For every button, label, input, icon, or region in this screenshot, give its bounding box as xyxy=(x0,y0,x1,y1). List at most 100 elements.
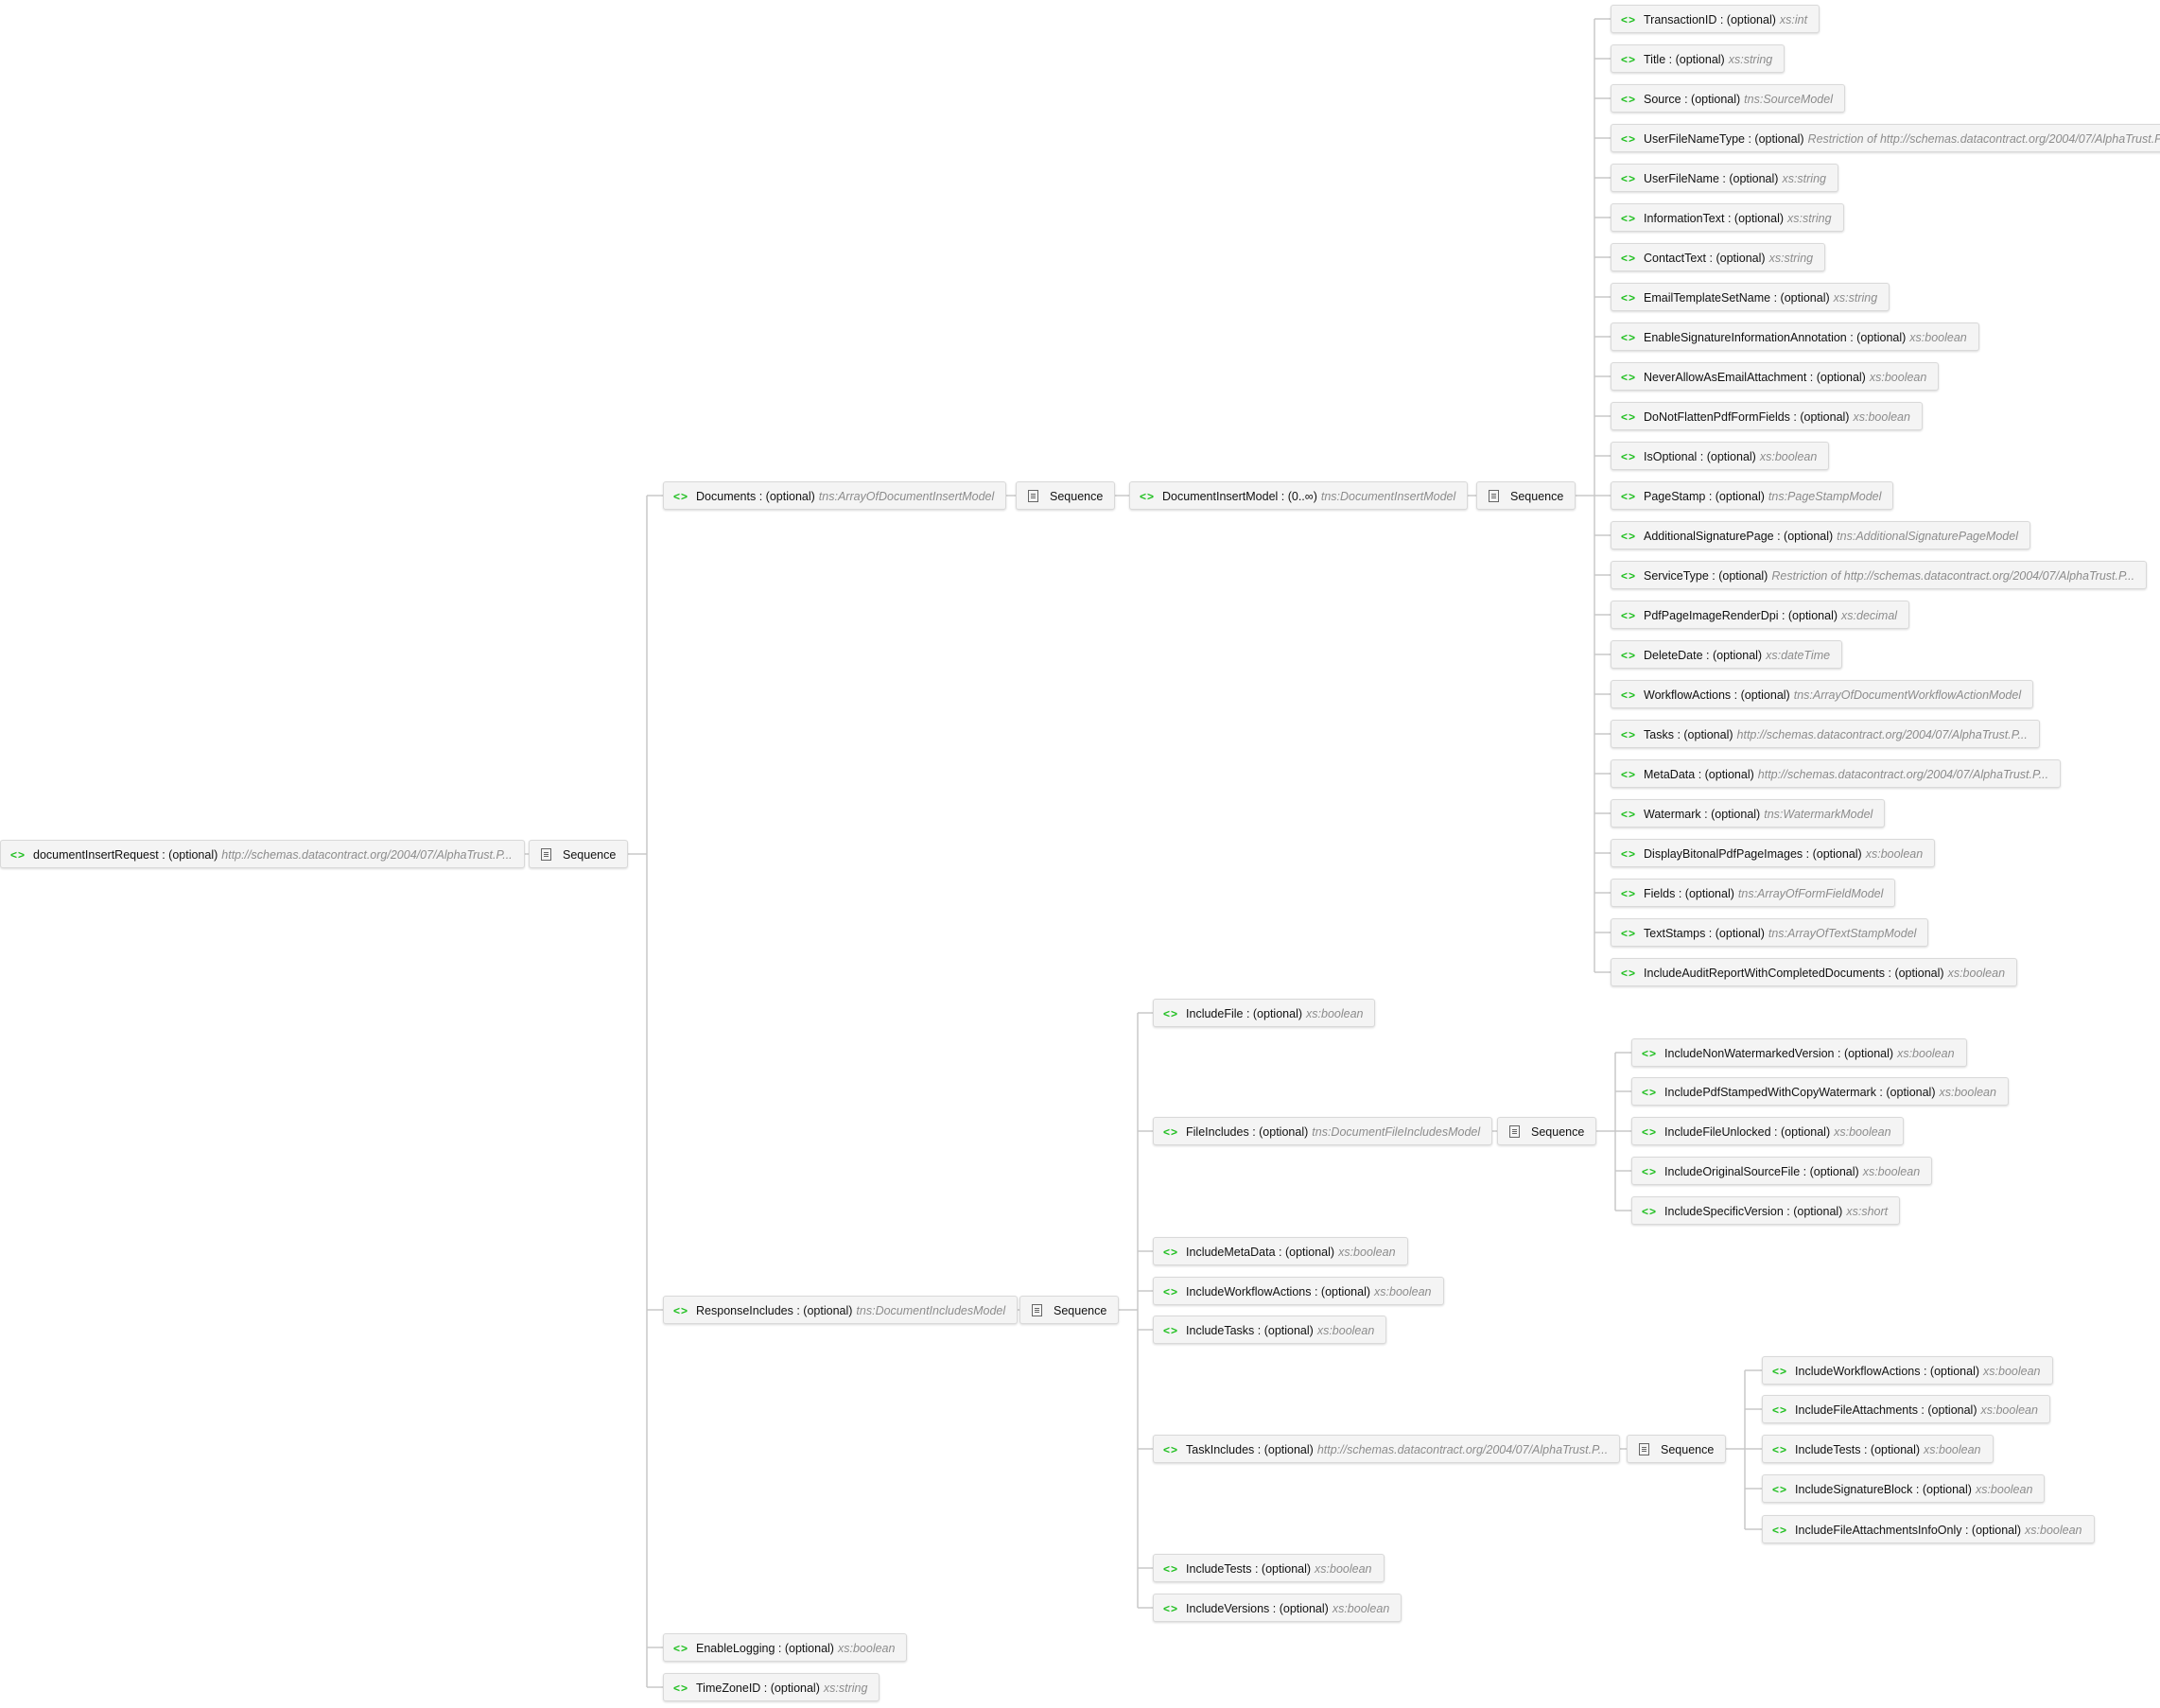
sequence-node[interactable]: Sequence xyxy=(529,840,629,868)
element-icon: <> xyxy=(1163,1007,1179,1020)
element-node-transactionid[interactable]: <>TransactionID : (optional)xs:int xyxy=(1611,5,1820,33)
sequence-node[interactable]: Sequence xyxy=(1016,481,1116,510)
element-node-includefileunlocked[interactable]: <>IncludeFileUnlocked : (optional)xs:boo… xyxy=(1631,1117,1904,1145)
element-type: xs:boolean xyxy=(2025,1524,2082,1537)
element-node-additionalsignaturepage[interactable]: <>AdditionalSignaturePage : (optional)tn… xyxy=(1611,521,2030,549)
element-node-includeauditreportwithcompleteddocuments[interactable]: <>IncludeAuditReportWithCompletedDocumen… xyxy=(1611,958,2018,986)
element-node-includespecificversion[interactable]: <>IncludeSpecificVersion : (optional)xs:… xyxy=(1631,1196,1901,1225)
element-node-source[interactable]: <>Source : (optional)tns:SourceModel xyxy=(1611,84,1845,113)
element-name: ResponseIncludes xyxy=(696,1304,793,1317)
element-node-userfilename[interactable]: <>UserFileName : (optional)xs:string xyxy=(1611,164,1838,192)
element-name: ServiceType xyxy=(1644,569,1709,583)
element-node-emailtemplatesetname[interactable]: <>EmailTemplateSetName : (optional)xs:st… xyxy=(1611,283,1890,311)
element-icon: <> xyxy=(1621,530,1637,543)
element-icon: <> xyxy=(1621,808,1637,821)
sequence-icon xyxy=(1509,1125,1520,1139)
element-node-documentinsertrequest[interactable]: <>documentInsertRequest : (optional)http… xyxy=(0,840,525,868)
element-type: xs:boolean xyxy=(1315,1562,1372,1576)
sequence-node[interactable]: Sequence xyxy=(1476,481,1576,510)
element-type: xs:boolean xyxy=(837,1642,896,1655)
element-name: documentInsertRequest xyxy=(33,848,159,862)
element-name: DeleteDate xyxy=(1644,649,1703,662)
element-node-servicetype[interactable]: <>ServiceType : (optional)Restriction of… xyxy=(1611,561,2148,589)
element-node-displaybitonalpdfpageimages[interactable]: <>DisplayBitonalPdfPageImages : (optiona… xyxy=(1611,839,1936,867)
element-node-pagestamp[interactable]: <>PageStamp : (optional)tns:PageStampMod… xyxy=(1611,481,1894,510)
element-name: IncludePdfStampedWithCopyWatermark xyxy=(1664,1086,1876,1099)
element-node-includenonwatermarkedversion[interactable]: <>IncludeNonWatermarkedVersion : (option… xyxy=(1631,1038,1967,1067)
element-node-includefile[interactable]: <>IncludeFile : (optional)xs:boolean xyxy=(1153,999,1376,1027)
element-occurs: (optional) xyxy=(1927,1403,1977,1417)
separator: : xyxy=(1697,450,1707,463)
element-name: EmailTemplateSetName xyxy=(1644,291,1771,305)
element-node-includetests[interactable]: <>IncludeTests : (optional)xs:boolean xyxy=(1153,1554,1385,1582)
element-icon: <> xyxy=(1621,331,1637,344)
separator: : xyxy=(1860,1443,1871,1456)
element-node-donotflattenpdfformfields[interactable]: <>DoNotFlattenPdfFormFields : (optional)… xyxy=(1611,402,1923,430)
element-node-responseincludes[interactable]: <>ResponseIncludes : (optional)tns:Docum… xyxy=(663,1296,1019,1324)
element-node-includetests[interactable]: <>IncludeTests : (optional)xs:boolean xyxy=(1762,1435,1994,1463)
element-node-documentinsertmodel[interactable]: <>DocumentInsertModel : (0..∞)tns:Docume… xyxy=(1129,481,1469,510)
element-occurs: (optional) xyxy=(1320,1285,1371,1298)
element-node-taskincludes[interactable]: <>TaskIncludes : (optional)http://schema… xyxy=(1153,1435,1621,1463)
element-node-informationtext[interactable]: <>InformationText : (optional)xs:string xyxy=(1611,203,1844,232)
sequence-icon xyxy=(1489,490,1499,503)
element-node-includeversions[interactable]: <>IncludeVersions : (optional)xs:boolean xyxy=(1153,1594,1402,1622)
element-node-isoptional[interactable]: <>IsOptional : (optional)xs:boolean xyxy=(1611,442,1830,470)
separator: : xyxy=(1875,1086,1887,1099)
element-node-title[interactable]: <>Title : (optional)xs:string xyxy=(1611,44,1785,73)
element-name: IsOptional xyxy=(1644,450,1698,463)
element-type: xs:boolean xyxy=(1983,1365,2041,1378)
separator: : xyxy=(1846,331,1857,344)
element-type: xs:boolean xyxy=(1975,1483,2033,1496)
element-occurs: (optional) xyxy=(1683,728,1733,741)
element-node-fileincludes[interactable]: <>FileIncludes : (optional)tns:DocumentF… xyxy=(1153,1117,1493,1145)
element-type: xs:string xyxy=(1782,172,1826,185)
element-node-contacttext[interactable]: <>ContactText : (optional)xs:string xyxy=(1611,243,1826,271)
element-node-textstamps[interactable]: <>TextStamps : (optional)tns:ArrayOfText… xyxy=(1611,918,1929,947)
separator: : xyxy=(1681,93,1692,106)
separator: : xyxy=(1702,649,1713,662)
element-node-includefileattachments[interactable]: <>IncludeFileAttachments : (optional)xs:… xyxy=(1762,1395,2050,1423)
element-node-documents[interactable]: <>Documents : (optional)tns:ArrayOfDocum… xyxy=(663,481,1007,510)
element-node-userfilenametype[interactable]: <>UserFileNameType : (optional)Restricti… xyxy=(1611,124,2160,152)
element-name: PdfPageImageRenderDpi xyxy=(1644,609,1779,622)
element-node-enablesignatureinformationannotation[interactable]: <>EnableSignatureInformationAnnotation :… xyxy=(1611,322,1979,351)
element-node-workflowactions[interactable]: <>WorkflowActions : (optional)tns:ArrayO… xyxy=(1611,680,2034,708)
element-node-includefileattachmentsinfoonly[interactable]: <>IncludeFileAttachmentsInfoOnly : (opti… xyxy=(1762,1515,2095,1543)
element-node-fields[interactable]: <>Fields : (optional)tns:ArrayOfFormFiel… xyxy=(1611,879,1896,907)
element-node-metadata[interactable]: <>MetaData : (optional)http://schemas.da… xyxy=(1611,759,2062,788)
separator: : xyxy=(1695,768,1705,781)
element-node-tasks[interactable]: <>Tasks : (optional)http://schemas.datac… xyxy=(1611,720,2040,748)
element-node-timezoneid[interactable]: <>TimeZoneID : (optional)xs:string xyxy=(663,1673,880,1701)
separator: : xyxy=(1254,1324,1264,1337)
separator: : xyxy=(1706,252,1716,265)
element-icon: <> xyxy=(1163,1324,1179,1337)
element-node-enablelogging[interactable]: <>EnableLogging : (optional)xs:boolean xyxy=(663,1633,908,1662)
element-type: tns:ArrayOfTextStampModel xyxy=(1768,927,1917,940)
element-node-pdfpageimagerenderdpi[interactable]: <>PdfPageImageRenderDpi : (optional)xs:d… xyxy=(1611,601,1910,629)
element-node-includetasks[interactable]: <>IncludeTasks : (optional)xs:boolean xyxy=(1153,1316,1387,1344)
element-icon: <> xyxy=(673,1682,689,1695)
element-node-watermark[interactable]: <>Watermark : (optional)tns:WatermarkMod… xyxy=(1611,799,1886,828)
separator: : xyxy=(760,1682,771,1695)
element-type: tns:SourceModel xyxy=(1744,93,1833,106)
sequence-node[interactable]: Sequence xyxy=(1627,1435,1727,1463)
sequence-node[interactable]: Sequence xyxy=(1019,1296,1120,1324)
element-type: tns:AdditionalSignaturePageModel xyxy=(1837,530,2018,543)
element-node-neverallowasemailattachment[interactable]: <>NeverAllowAsEmailAttachment : (optiona… xyxy=(1611,362,1940,391)
sequence-node[interactable]: Sequence xyxy=(1497,1117,1597,1145)
element-node-includeworkflowactions[interactable]: <>IncludeWorkflowActions : (optional)xs:… xyxy=(1153,1277,1444,1305)
element-node-includeoriginalsourcefile[interactable]: <>IncludeOriginalSourceFile : (optional)… xyxy=(1631,1157,1933,1185)
element-node-includesignatureblock[interactable]: <>IncludeSignatureBlock : (optional)xs:b… xyxy=(1762,1474,2046,1503)
element-node-includeworkflowactions[interactable]: <>IncludeWorkflowActions : (optional)xs:… xyxy=(1762,1356,2053,1385)
sequence-label: Sequence xyxy=(563,848,617,862)
element-node-includemetadata[interactable]: <>IncludeMetaData : (optional)xs:boolean xyxy=(1153,1237,1408,1265)
element-node-deletedate[interactable]: <>DeleteDate : (optional)xs:dateTime xyxy=(1611,640,1843,669)
element-node-includepdfstampedwithcopywatermark[interactable]: <>IncludePdfStampedWithCopyWatermark : (… xyxy=(1631,1077,2009,1106)
separator: : xyxy=(1665,53,1676,66)
element-icon: <> xyxy=(1163,1285,1179,1298)
element-occurs: (optional) xyxy=(1894,967,1944,980)
element-occurs: (optional) xyxy=(765,490,815,503)
element-icon: <> xyxy=(673,1642,689,1655)
separator: : xyxy=(1275,1246,1285,1259)
